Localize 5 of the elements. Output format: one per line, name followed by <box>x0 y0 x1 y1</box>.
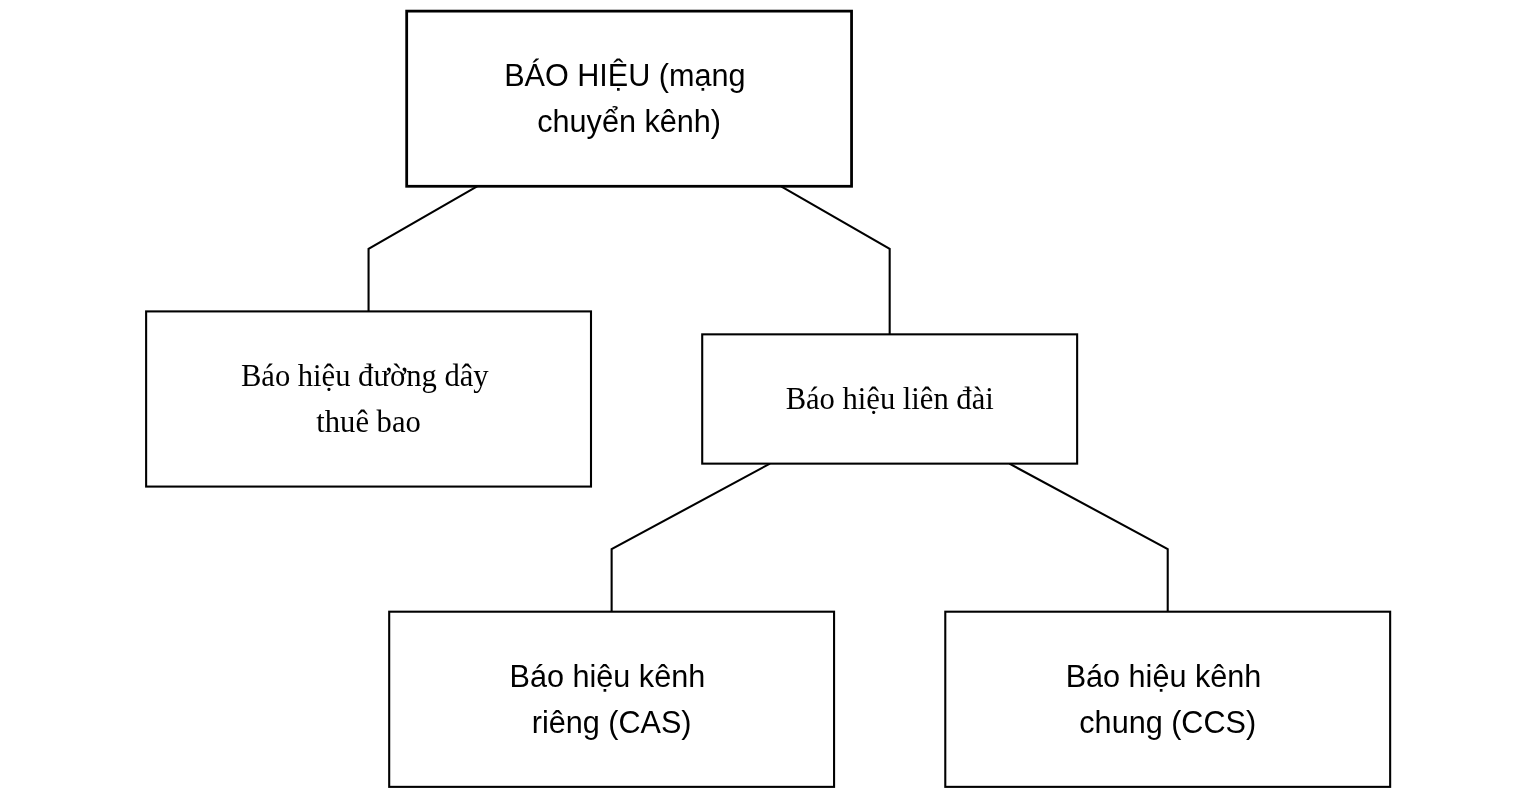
node-box: Báo hiệu kênh riêng (CAS) <box>388 610 836 788</box>
node-box: Báo hiệu kênh chung (CCS) <box>944 610 1392 788</box>
node-box: Báo hiệu liên đài <box>701 333 1079 465</box>
node-box: BÁO HIỆU (mạng chuyển kênh) <box>405 9 854 188</box>
node-box: Báo hiệu đường dây thuê bao <box>145 310 593 488</box>
